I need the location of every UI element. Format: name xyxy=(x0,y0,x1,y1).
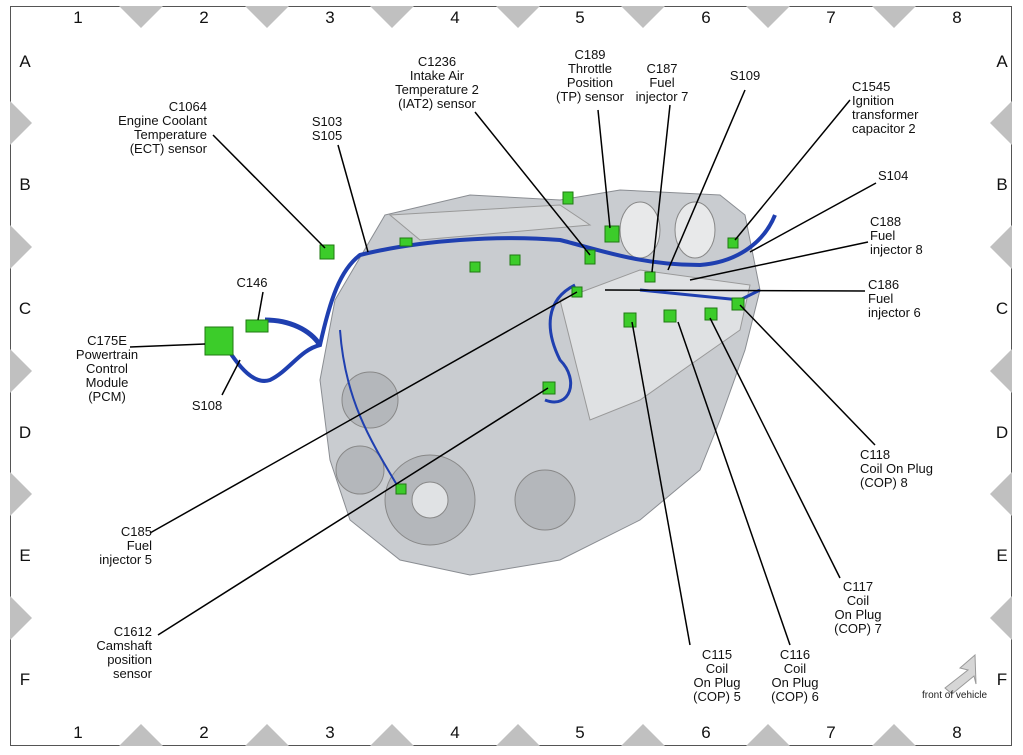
col-label: 7 xyxy=(826,8,836,27)
col-label: 1 xyxy=(73,8,83,27)
col-label: 6 xyxy=(701,8,711,27)
grid-markers xyxy=(10,6,1012,746)
col-label: 3 xyxy=(325,8,335,27)
front-of-vehicle-label: front of vehicle xyxy=(922,690,988,701)
row-label: F xyxy=(19,670,31,689)
col-label: 2 xyxy=(199,8,209,27)
row-label: A xyxy=(19,52,31,71)
callout-c146: C146 xyxy=(236,275,268,290)
col-label: 5 xyxy=(575,8,585,27)
row-label: C xyxy=(18,299,32,318)
row-label: B xyxy=(19,175,31,194)
row-label: D xyxy=(995,423,1009,442)
col-label: 8 xyxy=(952,8,962,27)
callout-c175e: C175E Powertrain Control Module (PCM) xyxy=(75,333,139,404)
col-label: 4 xyxy=(450,8,460,27)
row-label: B xyxy=(996,175,1008,194)
front-of-vehicle-arrow-icon xyxy=(944,653,977,695)
engine-illustration xyxy=(319,189,761,576)
callout-c1064: C1064 Engine Coolant Temperature (ECT) s… xyxy=(118,99,207,156)
row-label: D xyxy=(18,423,32,442)
leader-lines xyxy=(129,89,877,646)
callout-c1236: C1236 Intake Air Temperature 2 (IAT2) se… xyxy=(395,54,479,111)
col-label: 2 xyxy=(199,723,209,742)
callout-c187: C187 Fuel injector 7 xyxy=(635,61,689,104)
callout-s108: S108 xyxy=(191,398,223,413)
row-label: A xyxy=(996,52,1008,71)
row-label: C xyxy=(995,299,1009,318)
callout-c117: C117 Coil On Plug (COP) 7 xyxy=(834,579,882,636)
callout-c1545: C1545 Ignition transformer capacitor 2 xyxy=(852,79,919,136)
callout-s109: S109 xyxy=(729,68,761,83)
col-label: 7 xyxy=(826,723,836,742)
callout-c189: C189 Throttle Position (TP) sensor xyxy=(556,47,624,104)
row-label: E xyxy=(19,546,31,565)
col-label: 4 xyxy=(450,723,460,742)
callout-s103-s105: S103 S105 xyxy=(311,114,343,143)
callout-c188: C188 Fuel injector 8 xyxy=(870,214,923,257)
col-label: 8 xyxy=(952,723,962,742)
callout-c186: C186 Fuel injector 6 xyxy=(868,277,921,320)
col-label: 5 xyxy=(575,723,585,742)
row-label: E xyxy=(996,546,1008,565)
callout-c116: C116 Coil On Plug (COP) 6 xyxy=(771,647,819,704)
callout-c1612: C1612 Camshaft position sensor xyxy=(96,624,152,681)
col-label: 3 xyxy=(325,723,335,742)
col-label: 6 xyxy=(701,723,711,742)
row-label: F xyxy=(996,670,1008,689)
callout-c185: C185 Fuel injector 5 xyxy=(99,524,152,567)
callout-s104: S104 xyxy=(878,168,909,183)
callout-c115: C115 Coil On Plug (COP) 5 xyxy=(693,647,741,704)
callout-c118: C118 Coil On Plug (COP) 8 xyxy=(860,447,933,490)
col-label: 1 xyxy=(73,723,83,742)
